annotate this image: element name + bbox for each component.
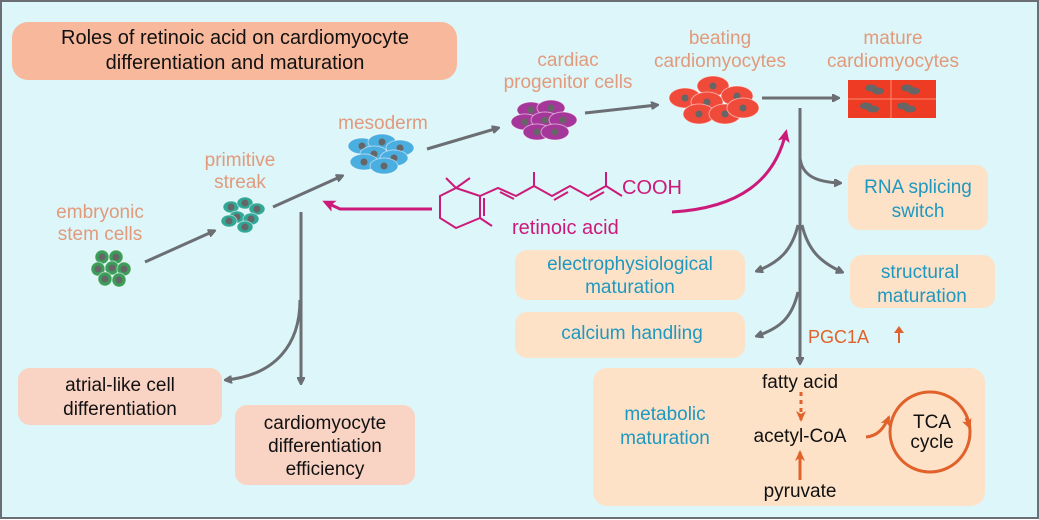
cell-nucleus [695,110,703,118]
retinoic-acid-structure [439,172,623,230]
metabolic-box: metabolic maturation fatty acid acetyl-C… [593,368,985,506]
pyruvate-label: pyruvate [764,481,837,502]
cell-nucleus [721,110,729,118]
rna-line2: switch [892,201,945,222]
struct-line1: structural [881,262,959,283]
ra-arrow-to-maturation [671,129,790,214]
ps-label-2: streak [214,172,266,193]
retinoic-acid-label: retinoic acid [512,217,619,239]
cell-nucleus [227,203,235,211]
rna-line1: RNA splicing [864,177,972,198]
ep-line2: maturation [585,277,675,298]
metabolic-line1: metabolic [624,404,705,425]
esc-label-2: stem cells [58,224,142,245]
cell-nucleus [247,215,255,223]
cell-nucleus [681,94,689,102]
fatty-acid-label: fatty acid [762,372,838,393]
title-line1: Roles of retinoic acid on cardiomyocyte [61,27,409,49]
cell-nucleus [360,158,368,166]
cell-nucleus [94,265,102,273]
esc-cells-icon [90,249,132,288]
cell-nucleus [115,276,123,284]
cell-nucleus [98,253,106,261]
title-line2: differentiation and maturation [106,52,365,74]
struct-line2: maturation [877,286,967,307]
acetyl-coa-label: acetyl-CoA [754,426,847,447]
mesoderm-cells-icon [347,133,415,175]
cell-nucleus [739,104,747,112]
cell-nucleus [521,118,529,126]
cell-clusters [90,75,760,288]
efficiency-box: cardiomyocyte differentiation efficiency [235,405,415,485]
calcium-box: calcium handling [515,312,745,358]
cell-nucleus [378,138,386,146]
cell-nucleus [709,82,717,90]
meso-label: mesoderm [338,113,428,134]
differentiation-arrows [144,98,838,383]
cell-nucleus [703,98,711,106]
tca-line1: TCA [913,412,951,433]
ep-line1: electrophysiological [547,254,713,275]
metabolic-line2: maturation [620,428,710,449]
cell-nucleus [559,116,567,124]
cell-nucleus [241,199,249,207]
cell-nucleus [253,205,261,213]
rna-splicing-box: RNA splicing switch [848,165,988,230]
cpc-cells-icon [510,99,578,141]
cell-nucleus [396,144,404,152]
ps-cells-icon [220,196,266,234]
cell-nucleus [533,128,541,136]
esc-label-1: embryonic [56,202,144,223]
cell-nucleus [358,142,366,150]
beating-cells-icon [668,75,760,125]
up-arrow-icon [894,326,904,343]
title-box: Roles of retinoic acid on cardiomyocyte … [12,22,457,80]
cell-nucleus [112,253,120,261]
calcium-line1: calcium handling [561,323,703,344]
cell-nucleus [551,128,559,136]
atrial-line1: atrial-like cell [65,375,175,396]
cell-nucleus [541,116,549,124]
efficiency-line1: cardiomyocyte [264,413,387,434]
cell-nucleus [547,104,555,112]
cpc-label-1: cardiac [537,50,598,71]
cpc-label-2: progenitor cells [504,72,633,93]
tca-cycle-icon [888,390,972,474]
atrial-line2: differentiation [63,399,177,420]
mature-cardiomyocytes-icon [848,80,936,118]
mature-label-1: mature [863,28,922,49]
cell-nucleus [241,223,249,231]
ra-arrow-to-mesoderm [322,200,432,212]
cell-nucleus [101,275,109,283]
efficiency-line3: efficiency [286,459,365,480]
tca-line2: cycle [910,432,953,453]
cell-nucleus [733,92,741,100]
ps-label-1: primitive [205,150,276,171]
cell-nucleus [380,162,388,170]
beating-label-2: cardiomyocytes [654,51,786,72]
beating-label-1: beating [689,28,751,49]
structural-box: structural maturation [850,255,995,308]
cell-nucleus [108,264,116,272]
atrial-box: atrial-like cell differentiation [18,368,222,425]
cell-nucleus [120,265,128,273]
efficiency-line2: differentiation [268,436,382,457]
electrophysiological-box: electrophysiological maturation [515,250,745,300]
cooh-label: COOH [622,177,682,199]
mature-label-2: cardiomyocytes [827,51,959,72]
pgc1a-label: PGC1A [808,327,869,347]
maturation-arrows [757,108,842,363]
cell-nucleus [527,106,535,114]
cell-nucleus [225,217,233,225]
